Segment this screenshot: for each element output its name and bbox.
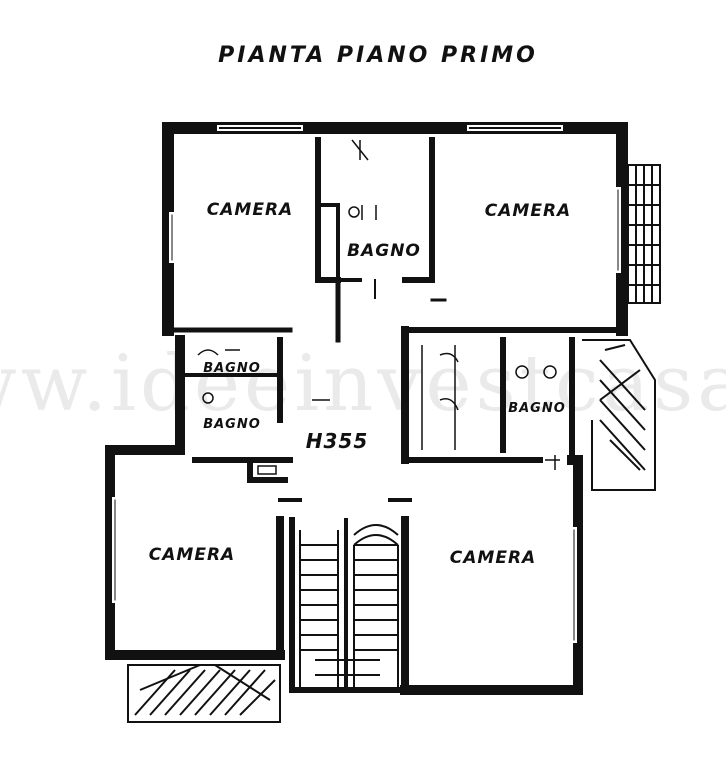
balcony-east	[621, 164, 661, 304]
balcony-southeast	[582, 339, 656, 491]
walls	[105, 122, 628, 695]
room-label-bagno-right: BAGNO	[508, 401, 566, 416]
height-label: H355	[306, 429, 369, 453]
room-label-camera-ne: CAMERA	[485, 201, 571, 221]
room-label-camera-se: CAMERA	[450, 548, 536, 568]
plan-title: PIANTA PIANO PRIMO	[218, 43, 538, 68]
room-label-bagno-top: BAGNO	[347, 241, 421, 261]
room-label-bagno-left-bottom: BAGNO	[203, 417, 261, 432]
balcony-southwest	[127, 664, 281, 723]
room-label-bagno-left-top: BAGNO	[203, 361, 261, 376]
bathroom-fixtures	[197, 205, 557, 475]
room-label-camera-nw: CAMERA	[207, 200, 293, 220]
staircase	[299, 524, 399, 690]
doors	[312, 139, 560, 470]
watermark: www.ideeinvestcasa.it	[0, 339, 726, 429]
room-label-camera-sw: CAMERA	[149, 545, 235, 565]
